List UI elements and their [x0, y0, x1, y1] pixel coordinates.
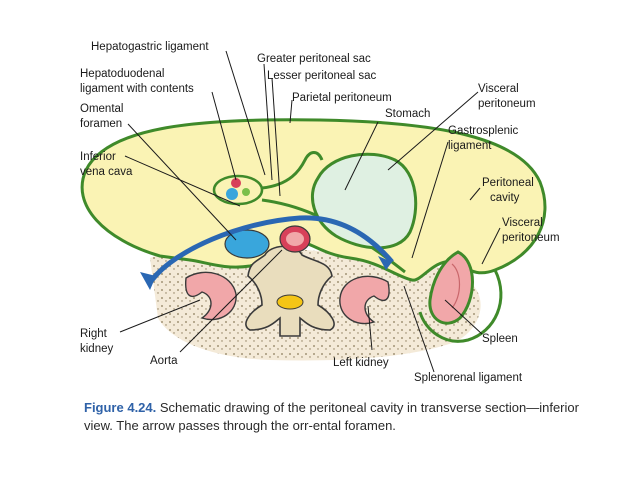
label-parietal-peritoneum: Parietal peritoneum [292, 92, 392, 104]
label-spleen: Spleen [482, 333, 518, 345]
label-hepatoduodenal-2: ligament with contents [80, 83, 194, 95]
label-hepatogastric-ligament: Hepatogastric ligament [91, 41, 209, 53]
label-visceral-right-2: peritoneum [502, 232, 560, 244]
label-gastrosplenic-1: Gastrosplenic [448, 125, 519, 137]
figure-number: Figure 4.24. [84, 400, 157, 415]
label-hepatoduodenal-1: Hepatoduodenal [80, 68, 164, 80]
spleen-inner [451, 263, 461, 309]
figure-caption: Figure 4.24. Schematic drawing of the pe… [84, 399, 604, 435]
omental-arrow-tail [140, 272, 156, 290]
omental-arrow-head [378, 256, 392, 270]
label-ivc-1: Inferior [80, 151, 116, 163]
label-right-kidney-2: kidney [80, 343, 113, 355]
label-omental-1: Omental [80, 103, 123, 115]
label-visceral-top-1: Visceral [478, 83, 519, 95]
label-ivc-2: vena cava [80, 166, 133, 178]
label-greater-sac: Greater peritoneal sac [257, 53, 371, 65]
label-visceral-top-2: peritoneum [478, 98, 536, 110]
inferior-vena-cava [224, 229, 270, 259]
parietal-peritoneum-line [418, 269, 503, 343]
omental-arrow [150, 215, 394, 282]
right-kidney [185, 271, 237, 321]
leader-lines [119, 50, 501, 373]
nucleus-pulposus [276, 294, 304, 310]
label-lesser-sac: Lesser peritoneal sac [267, 70, 377, 82]
label-right-kidney-1: Right [80, 328, 108, 340]
label-stomach: Stomach [385, 108, 430, 120]
hepatic-artery [231, 178, 241, 188]
label-visceral-right-1: Visceral [502, 217, 543, 229]
portal-vein [226, 188, 238, 200]
spleen [428, 250, 474, 325]
vertebra [245, 245, 335, 337]
label-peritoneal-cavity-1: Peritoneal [482, 177, 534, 189]
label-gastrosplenic-2: ligament [448, 140, 492, 152]
hepatoduodenal-ligament [212, 174, 264, 206]
label-peritoneal-cavity-2: cavity [490, 192, 520, 204]
label-splenorenal-ligament: Splenorenal ligament [414, 372, 523, 384]
label-aorta: Aorta [150, 355, 178, 367]
aorta-lumen [286, 232, 304, 246]
bile-duct [242, 188, 250, 196]
label-left-kidney: Left kidney [333, 357, 389, 369]
left-kidney [339, 275, 390, 325]
label-omental-2: foramen [80, 118, 122, 130]
caption-text: Schematic drawing of the peritoneal cavi… [84, 400, 579, 433]
